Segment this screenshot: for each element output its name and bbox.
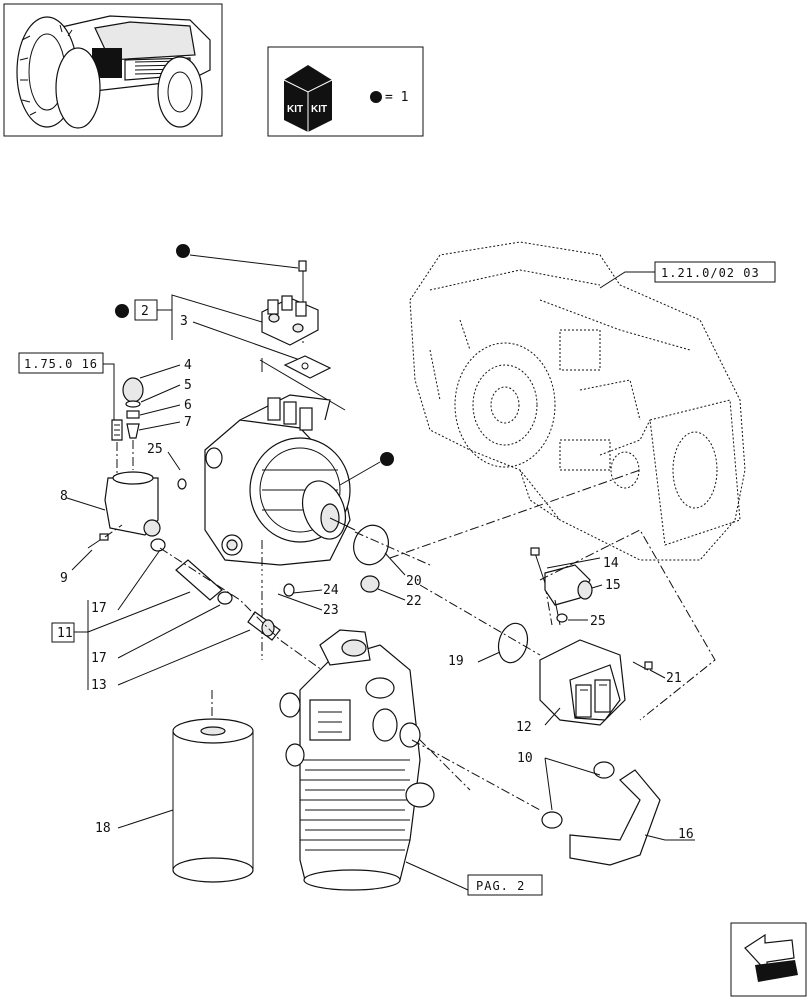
kit-box-icon: KIT KIT [283, 65, 333, 132]
pump-seals: 20 22 [353, 524, 431, 609]
valve-ref[interactable]: 1.75.0 16 [18, 352, 115, 420]
callout-16: 16 [678, 827, 694, 842]
return-hose-assembly: 10 16 [517, 751, 695, 866]
callout-15: 15 [605, 578, 621, 593]
callout-17-b: 17 [91, 651, 107, 666]
callout-22: 22 [406, 594, 422, 609]
filter-page-ref[interactable] [467, 874, 543, 896]
callout-13: 13 [91, 678, 107, 693]
transmission-ref[interactable]: 1.21.0/02 03 [599, 261, 776, 289]
hydraulic-pump [204, 358, 356, 660]
callout-14: 14 [603, 556, 619, 571]
plug-part-7 [126, 423, 140, 439]
callout-9: 9 [60, 571, 68, 586]
callout-24: 24 [323, 583, 339, 598]
callout-17-a: 17 [91, 601, 107, 616]
transmission-housing [409, 241, 746, 561]
callout-6: 6 [184, 398, 192, 413]
callout-10: 10 [517, 751, 533, 766]
callout-3: 3 [180, 314, 188, 329]
callout-20: 20 [406, 574, 422, 589]
valve-ref-label: 1.75.0 16 [24, 357, 98, 371]
spring-part-6 [126, 410, 140, 419]
kit-legend: KIT KIT = 1 [267, 46, 424, 137]
filter-element: 18 [95, 690, 254, 883]
kit-bullet-icon [380, 452, 394, 466]
pump-bolts-lower: 24 23 [242, 568, 339, 618]
valve-fitting-parts: 4 5 6 7 8 9 25 [60, 358, 192, 586]
kit-bullet-icon [115, 304, 129, 318]
clamp-group-label: 11 [57, 626, 73, 641]
kit-bullet-icon [370, 91, 382, 103]
kit-group-2: 2 3 [115, 294, 332, 379]
kit-bullet-icon [176, 244, 190, 258]
control-valve [261, 295, 319, 346]
suction-hose-assembly: 17 11 17 13 [51, 538, 471, 791]
kit-label-right: KIT [311, 104, 327, 115]
callout-19: 19 [448, 654, 464, 669]
kit-group-number: 2 [141, 304, 149, 319]
tractor-thumbnail [3, 3, 223, 137]
clamp-part-10-a [593, 761, 615, 779]
callout-21: 21 [666, 671, 682, 686]
kit-equals-label: = 1 [385, 90, 408, 105]
elbow-part-8 [104, 477, 159, 536]
hose-part-16 [569, 769, 661, 866]
transmission-ref-label: 1.21.0/02 03 [661, 266, 760, 280]
callout-25-a: 25 [147, 442, 163, 457]
kit-label-left: KIT [287, 104, 303, 115]
right-valve-assembly: 14 15 25 19 12 21 [389, 469, 716, 735]
callout-12: 12 [516, 720, 532, 735]
filter-page-label: PAG. 2 [476, 879, 525, 893]
callout-4: 4 [184, 358, 192, 373]
callout-25-b: 25 [590, 614, 606, 629]
callout-18: 18 [95, 821, 111, 836]
clamp-part-10-b [541, 811, 563, 829]
cap-part-4 [122, 377, 144, 403]
washer-part-5 [125, 400, 141, 408]
hose-part-17 [175, 559, 223, 601]
callout-5: 5 [184, 378, 192, 393]
previous-page-icon[interactable] [730, 922, 807, 997]
callout-7: 7 [184, 415, 192, 430]
filter-housing: PAG. 2 [279, 629, 543, 896]
callout-8: 8 [60, 489, 68, 504]
callout-23: 23 [323, 603, 339, 618]
